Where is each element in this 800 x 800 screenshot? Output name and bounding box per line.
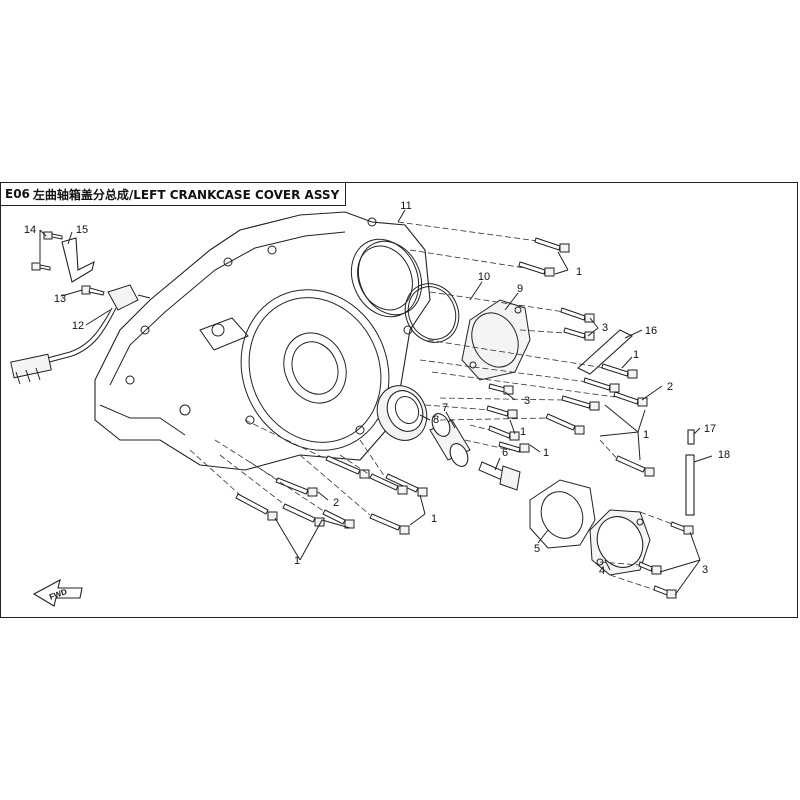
o-ring-10 xyxy=(404,283,460,343)
callout-labels: 11 10 9 1 3 16 1 2 3 1 1 1 6 7 8 17 18 5… xyxy=(24,200,730,577)
callout-12: 12 xyxy=(72,320,84,332)
callout-1c: 1 xyxy=(643,429,649,441)
flange-bolts xyxy=(189,221,694,599)
cover-4 xyxy=(589,509,651,576)
callout-1f: 1 xyxy=(431,513,437,525)
diagram-title: 左曲轴箱盖分总成/LEFT CRANKCASE COVER ASSY xyxy=(32,187,340,202)
callout-3a: 3 xyxy=(602,322,608,334)
callout-5: 5 xyxy=(534,543,540,555)
gasket-5 xyxy=(529,479,596,549)
bolt-13 xyxy=(81,285,105,296)
callout-6: 6 xyxy=(502,447,508,459)
connector-plug xyxy=(10,353,52,385)
callout-9: 9 xyxy=(517,283,523,295)
sleeve-7 xyxy=(429,413,471,467)
plug-bolt-6 xyxy=(478,461,521,491)
callout-2a: 2 xyxy=(667,381,673,393)
fwd-arrow-icon: FWD xyxy=(32,578,83,607)
callout-16: 16 xyxy=(645,325,657,337)
callout-14: 14 xyxy=(24,224,36,236)
callout-8: 8 xyxy=(433,414,439,426)
dowel-pin-17 xyxy=(687,429,695,445)
callout-13: 13 xyxy=(54,293,66,305)
callout-15: 15 xyxy=(76,224,88,236)
crankcase-cover xyxy=(94,211,431,471)
oil-seal-8 xyxy=(376,385,428,441)
cover-9 xyxy=(461,299,531,381)
callout-11: 11 xyxy=(400,200,411,212)
bolt-14-lower xyxy=(31,262,51,271)
callout-10: 10 xyxy=(478,271,490,283)
sensor-12 xyxy=(39,284,151,365)
callout-1d: 1 xyxy=(520,426,526,438)
callout-1e: 1 xyxy=(543,447,549,459)
callout-2b: 2 xyxy=(333,497,339,509)
callout-18: 18 xyxy=(718,449,730,461)
bracket-16 xyxy=(577,329,633,375)
diagram-code: E06 xyxy=(5,187,30,201)
callout-3b: 3 xyxy=(524,395,530,407)
bolt-14-upper xyxy=(43,231,63,240)
callout-1g: 1 xyxy=(294,555,300,567)
leader-lines xyxy=(39,209,713,596)
gasket-11 xyxy=(357,240,423,316)
callout-3c: 3 xyxy=(702,564,708,576)
clip-15 xyxy=(61,237,95,283)
callout-1a: 1 xyxy=(576,266,582,278)
callout-4: 4 xyxy=(599,565,605,577)
callout-7: 7 xyxy=(442,402,448,414)
diagram-title-box: E06 左曲轴箱盖分总成/LEFT CRANKCASE COVER ASSY xyxy=(0,182,347,206)
callout-17: 17 xyxy=(704,423,716,435)
callout-1b: 1 xyxy=(633,349,639,361)
diagram-frame xyxy=(0,182,798,618)
pin-18 xyxy=(685,454,695,516)
